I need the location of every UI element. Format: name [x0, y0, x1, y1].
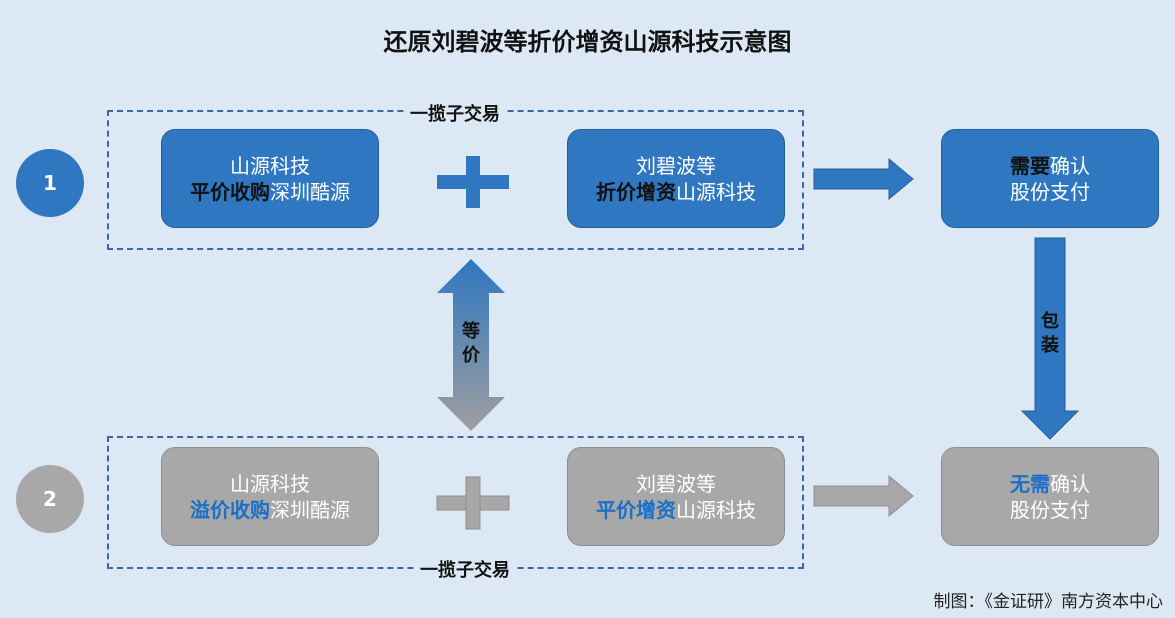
scenario2-right-line1: 刘碧波等	[636, 471, 716, 496]
scenario2-left-rest: 深圳酷源	[270, 497, 350, 522]
scenario1-plus-icon	[437, 156, 509, 208]
scenario1-left-box: 山源科技 平价收购深圳酷源	[161, 129, 379, 228]
scenario1-group-label: 一揽子交易	[404, 100, 506, 126]
scenario1-left-line1: 山源科技	[230, 153, 310, 178]
scenario2-right-arrow-icon	[813, 474, 914, 518]
scenario2-group-label: 一揽子交易	[414, 556, 516, 582]
scenario2-number-badge: 2	[16, 465, 84, 533]
scenario1-result-line2: 股份支付	[1010, 179, 1090, 204]
scenario2-right-emphasis: 平价增资	[596, 497, 676, 522]
source-credit: 制图：《金证研》南方资本中心	[933, 592, 1164, 612]
wrap-down-arrow-icon	[1020, 237, 1080, 440]
scenario2-left-box: 山源科技 溢价收购深圳酷源	[161, 447, 379, 546]
scenario2-plus-icon	[436, 476, 510, 530]
scenario1-result-rest: 确认	[1050, 153, 1090, 178]
wrap-label: 包 装	[1038, 310, 1062, 358]
scenario1-left-rest: 深圳酷源	[270, 179, 350, 204]
diagram-title: 还原刘碧波等折价增资山源科技示意图	[383, 28, 792, 56]
equal-label-char2: 价	[462, 345, 480, 366]
scenario2-result-emphasis: 无需	[1010, 471, 1050, 496]
scenario1-right-rest: 山源科技	[676, 179, 756, 204]
scenario2-result-box: 无需确认 股份支付	[941, 447, 1159, 546]
wrap-label-char2: 装	[1041, 335, 1059, 356]
scenario1-result-emphasis: 需要	[1010, 153, 1050, 178]
scenario1-right-arrow-icon	[813, 157, 914, 201]
scenario1-right-box: 刘碧波等 折价增资山源科技	[567, 129, 785, 228]
equal-double-arrow-icon	[437, 259, 505, 431]
scenario2-result-line2: 股份支付	[1010, 497, 1090, 522]
wrap-label-char1: 包	[1041, 311, 1059, 332]
scenario1-left-emphasis: 平价收购	[190, 179, 270, 204]
scenario2-right-rest: 山源科技	[676, 497, 756, 522]
scenario1-number-badge: 1	[16, 149, 84, 217]
scenario1-result-box: 需要确认 股份支付	[941, 129, 1159, 228]
scenario2-right-box: 刘碧波等 平价增资山源科技	[567, 447, 785, 546]
equal-label-char1: 等	[462, 321, 480, 342]
scenario1-right-emphasis: 折价增资	[596, 179, 676, 204]
scenario2-result-rest: 确认	[1050, 471, 1090, 496]
scenario2-left-emphasis: 溢价收购	[190, 497, 270, 522]
scenario2-left-line1: 山源科技	[230, 471, 310, 496]
equal-label: 等 价	[459, 320, 483, 368]
scenario1-right-line1: 刘碧波等	[636, 153, 716, 178]
